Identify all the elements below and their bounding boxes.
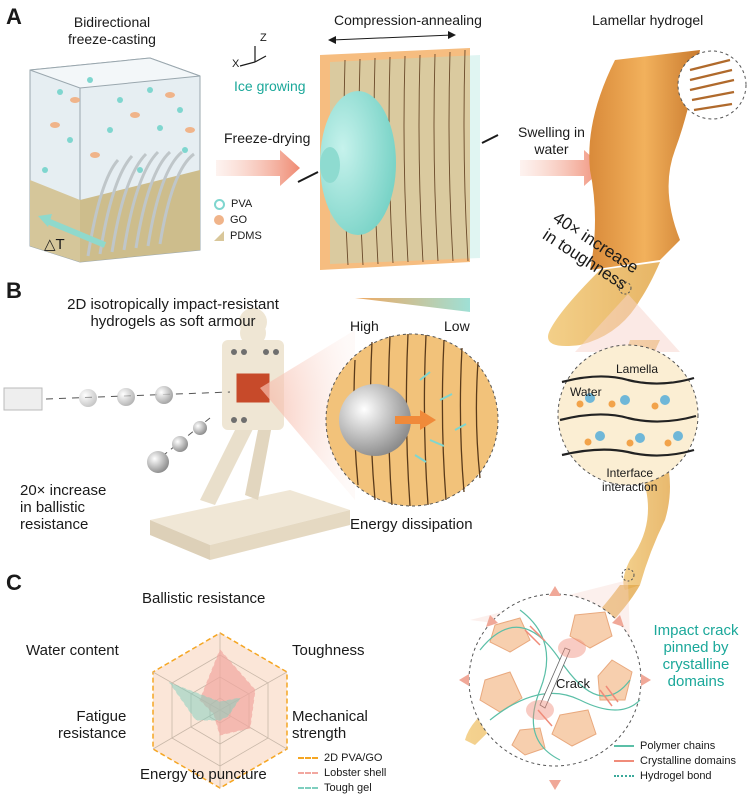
- crack-zoom: [459, 580, 651, 790]
- legend-polymer-chains: Polymer chains: [614, 740, 736, 752]
- compression-block: [297, 31, 499, 270]
- tough-gel-line-swatch: [298, 787, 318, 789]
- crystalline-line-swatch: [614, 760, 634, 762]
- crack-label: Crack: [556, 676, 590, 691]
- high-label: High: [350, 318, 379, 334]
- impact-crack-label: Impact crack pinned by crystalline domai…: [653, 622, 739, 690]
- freeze-drying-arrow: [216, 150, 300, 186]
- legend-pdms: PDMS: [214, 230, 262, 242]
- water-label: Water: [570, 385, 602, 399]
- lamellar-hydrogel-title: Lamellar hydrogel: [592, 12, 704, 28]
- panel-a-letter: A: [6, 4, 22, 29]
- axis-toughness: Toughness: [292, 642, 365, 659]
- ice-growing-label: Ice growing: [234, 78, 306, 94]
- axis-ballistic-resistance: Ballistic resistance: [142, 590, 266, 607]
- freeze-casting-box: [29, 57, 201, 263]
- axis-fatigue-resistance: Fatigue resistance: [58, 708, 127, 742]
- radar-chart: [152, 632, 288, 789]
- axis-x-label: X: [232, 58, 240, 70]
- legend-crystalline: Crystalline domains: [614, 755, 736, 767]
- legend-hydrogel-bond: Hydrogel bond: [614, 770, 736, 782]
- freeze-drying-label: Freeze-drying: [224, 130, 311, 146]
- swelling-arrow: [520, 150, 604, 186]
- armour-figure: [150, 308, 350, 560]
- legend-lobster: Lobster shell: [298, 767, 386, 779]
- crack-legend: Polymer chains Crystalline domains Hydro…: [614, 740, 736, 782]
- pdms-swatch: [214, 231, 224, 241]
- delta-t-label: △T: [44, 236, 65, 253]
- compression-annealing-title: Compression-annealing: [334, 12, 482, 28]
- polymer-line-swatch: [614, 745, 634, 747]
- legend-crystalline-label: Crystalline domains: [640, 755, 736, 767]
- soft-armour-title: 2D isotropically impact-resistant hydrog…: [67, 296, 279, 330]
- lamella-label: Lamella: [616, 362, 659, 376]
- panel-b-letter: B: [6, 278, 22, 303]
- legend-polymer-label: Polymer chains: [640, 740, 716, 752]
- axis-water-content: Water content: [26, 642, 119, 659]
- pva-swatch: [214, 198, 225, 210]
- legend-tough-gel-label: Tough gel: [324, 782, 372, 794]
- lobster-line-swatch: [298, 772, 318, 774]
- pva-go-line-swatch: [298, 757, 318, 759]
- swelling-label: Swelling in water: [518, 124, 585, 157]
- lamella-zoom: [557, 294, 699, 486]
- axis-mechanical-strength: Mechanical strength: [292, 708, 368, 742]
- axis-energy-to-puncture: Energy to puncture: [140, 766, 267, 783]
- legend-lobster-label: Lobster shell: [324, 767, 387, 779]
- axis-z-label: Z: [260, 32, 267, 44]
- panel-a-legend: PVA GO PDMS: [214, 198, 262, 242]
- legend-go: GO: [214, 214, 262, 226]
- projectiles: [3, 386, 231, 473]
- legend-pva-label: PVA: [231, 198, 253, 210]
- radar-legend: 2D PVA/GO Lobster shell Tough gel: [298, 752, 386, 794]
- legend-go-label: GO: [230, 214, 248, 226]
- axis-icon: [239, 46, 267, 67]
- energy-dissipation-label: Energy dissipation: [350, 516, 473, 533]
- legend-pva-go: 2D PVA/GO: [298, 752, 386, 764]
- energy-gradient-bar: [355, 298, 470, 312]
- low-label: Low: [444, 318, 470, 334]
- legend-hydrogel-bond-label: Hydrogel bond: [640, 770, 712, 782]
- legend-pva-go-label: 2D PVA/GO: [324, 752, 383, 764]
- legend-pdms-label: PDMS: [230, 230, 262, 242]
- freeze-casting-title: Bidirectional freeze-casting: [68, 14, 156, 47]
- energy-zoom: [260, 330, 499, 507]
- legend-pva: PVA: [214, 198, 262, 210]
- go-swatch: [214, 215, 224, 225]
- ballistic-increase-label: 20× increase in ballistic resistance: [20, 482, 107, 533]
- legend-tough-gel: Tough gel: [298, 782, 386, 794]
- interface-label: Interface interaction: [602, 466, 658, 494]
- panel-c-letter: C: [6, 570, 22, 595]
- hydrogel-bond-line-swatch: [614, 775, 634, 777]
